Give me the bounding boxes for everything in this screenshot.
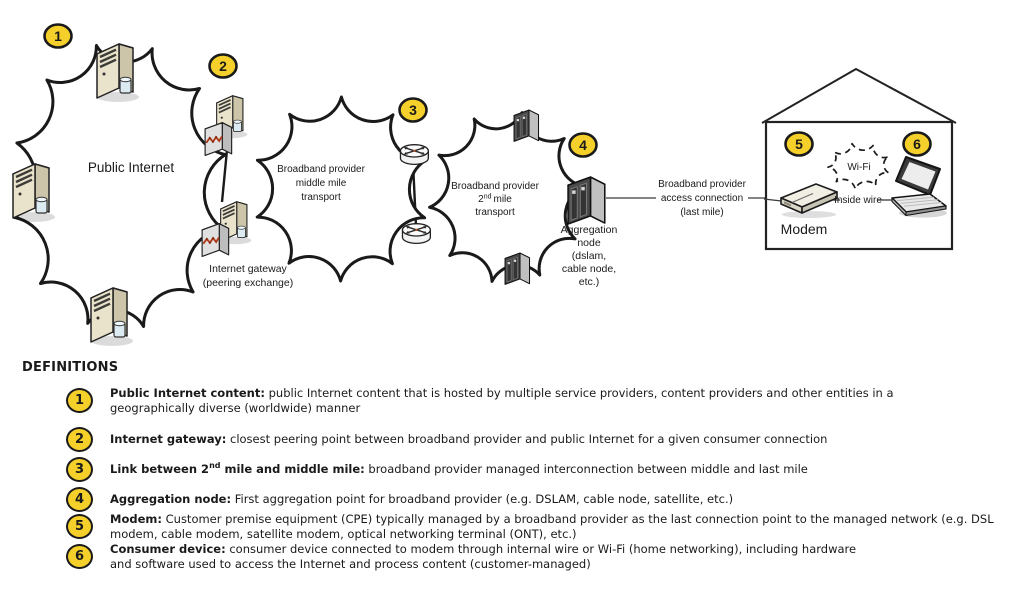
svg-text:4: 4	[579, 137, 587, 153]
svg-text:2: 2	[219, 58, 227, 74]
access-connection-label-3: (last mile)	[680, 207, 723, 218]
aggregation-label-1: Aggregation	[561, 224, 618, 236]
internet-gateway-icon	[204, 121, 233, 157]
definition-term-2: Internet gateway:	[110, 432, 227, 447]
internet-gateway-label-1: Internet gateway	[209, 263, 287, 275]
definition-term-4: Aggregation node:	[110, 492, 232, 507]
definition-text-3: Link between 2nd mile and middle mile: b…	[110, 462, 808, 477]
svg-text:1: 1	[54, 28, 62, 44]
definition-body-2: closest peering point between broadband …	[230, 432, 828, 447]
middle-mile-label-1: Broadband provider	[277, 164, 366, 175]
callout-badge-6: 6	[902, 131, 932, 157]
dark-server-icon	[513, 109, 540, 142]
definition-term-6: Consumer device:	[110, 542, 226, 556]
second-mile-label-3: transport	[475, 207, 515, 218]
definition-item-4: 4 Aggregation node: First aggregation po…	[66, 487, 1017, 512]
house-roof	[761, 68, 957, 124]
aggregation-node-icon	[567, 176, 606, 225]
definition-body-6: consumer device connected to modem throu…	[110, 542, 857, 571]
definition-item-6: 6 Consumer device: consumer device conne…	[66, 542, 1017, 571]
definition-body-3: broadband provider managed interconnecti…	[368, 462, 808, 477]
middle-mile-cloud	[255, 95, 427, 283]
aggregation-label-4: cable node,	[562, 263, 616, 275]
gateway-link-line	[220, 149, 229, 203]
inside-wire-label: Inside wire	[834, 195, 882, 206]
wifi-label: Wi-Fi	[847, 162, 870, 173]
internet-gateway-label-2: (peering exchange)	[203, 277, 293, 289]
svg-text:5: 5	[795, 136, 803, 152]
definition-badge-1: 1	[66, 388, 93, 413]
definition-badge-5: 5	[66, 514, 93, 539]
definition-term-5: Modem:	[110, 512, 162, 526]
definition-term-3: Link between 2nd mile and middle mile:	[110, 461, 365, 477]
definition-text-6: Consumer device: consumer device connect…	[110, 542, 880, 571]
middle-mile-label-2: middle mile	[296, 178, 347, 189]
definition-item-2: 2 Internet gateway: closest peering poin…	[66, 427, 1017, 452]
aggregation-label-5: etc.)	[579, 276, 599, 288]
callout-badge-4: 4	[568, 132, 598, 158]
svg-text:3: 3	[409, 102, 417, 118]
definition-badge-6: 6	[66, 544, 93, 569]
definition-item-5: 5 Modem: Customer premise equipment (CPE…	[66, 512, 1017, 541]
definition-body-1: public Internet content that is hosted b…	[110, 386, 894, 415]
modem-label: Modem	[781, 221, 828, 237]
network-diagram: Public Internet Broadband provider middl…	[11, 23, 957, 348]
definition-badge-2: 2	[66, 427, 93, 452]
dark-server-icon	[504, 252, 531, 285]
definitions-section: DEFINITIONS 1 Public Internet content: p…	[22, 360, 1017, 571]
second-mile-label-1: Broadband provider	[451, 181, 540, 192]
internet-gateway-icon	[201, 222, 230, 258]
definitions-header: DEFINITIONS	[22, 360, 119, 375]
definition-text-5: Modem: Customer premise equipment (CPE) …	[110, 512, 1000, 541]
server-icon	[89, 286, 135, 348]
definition-term-1: Public Internet content:	[110, 386, 265, 400]
definition-text-4: Aggregation node: First aggregation poin…	[110, 492, 733, 507]
definition-text-1: Public Internet content: public Internet…	[110, 386, 930, 415]
access-connection-label-1: Broadband provider	[658, 179, 747, 190]
definition-badge-4: 4	[66, 487, 93, 512]
callout-badge-5: 5	[784, 131, 814, 157]
router-icon	[401, 222, 432, 245]
svg-text:6: 6	[913, 136, 921, 152]
callout-badge-1: 1	[43, 23, 73, 49]
aggregation-label-3: (dslam,	[572, 250, 606, 262]
middle-mile-label-3: transport	[301, 192, 341, 203]
definition-item-1: 1 Public Internet content: public Intern…	[66, 386, 1017, 415]
definition-item-3: 3 Link between 2nd mile and middle mile:…	[66, 457, 1017, 482]
router-icon	[399, 143, 430, 166]
callout-badge-3: 3	[398, 97, 428, 123]
aggregation-label-2: node	[577, 237, 601, 249]
public-internet-label: Public Internet	[88, 160, 175, 175]
wifi-cloud	[827, 142, 890, 190]
definition-body-4: First aggregation point for broadband pr…	[234, 492, 734, 507]
definition-badge-3: 3	[66, 457, 93, 482]
callout-badge-2: 2	[208, 53, 238, 79]
definition-body-5: Customer premise equipment (CPE) typical…	[110, 512, 994, 541]
definition-text-2: Internet gateway: closest peering point …	[110, 432, 827, 447]
access-connection-label-2: access connection	[661, 193, 743, 204]
